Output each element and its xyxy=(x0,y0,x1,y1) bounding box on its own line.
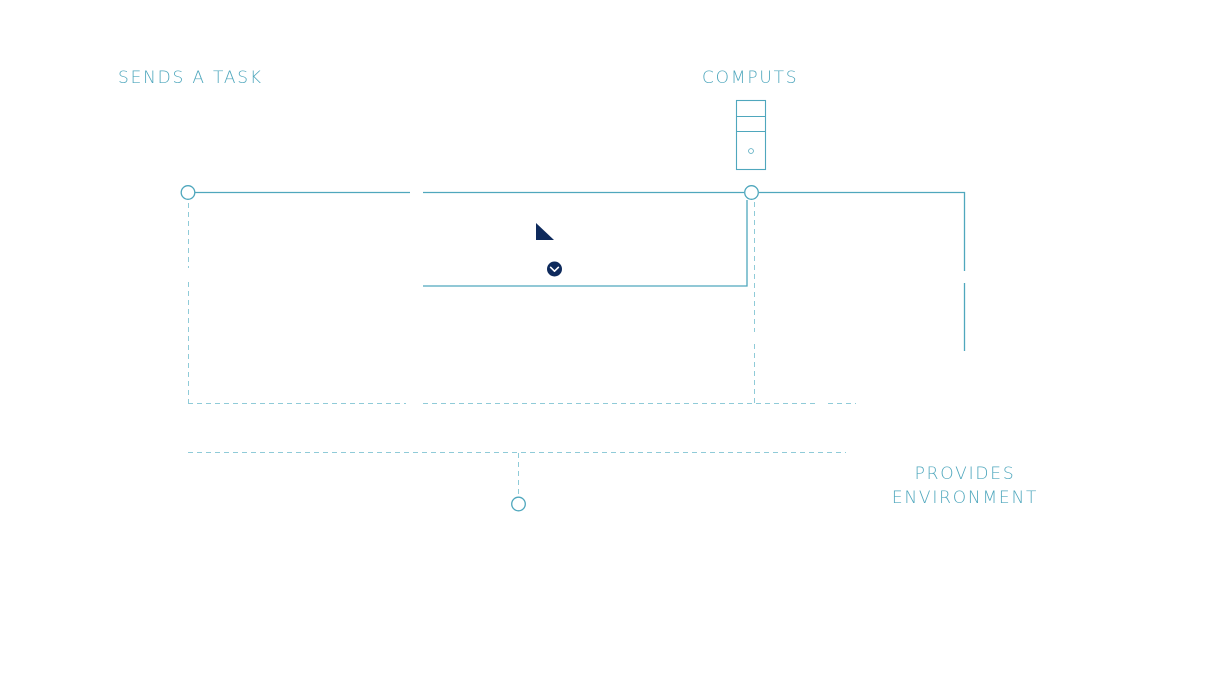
provides-line-2: ENVIRONMENT xyxy=(891,488,1039,508)
node-circle-icon xyxy=(180,185,196,200)
nodes xyxy=(180,185,759,512)
cursor-arrow-icon xyxy=(536,223,554,240)
dashed-connectors xyxy=(188,202,856,495)
node-circle-icon xyxy=(511,496,526,512)
top-line-right xyxy=(759,191,966,271)
solid-connectors xyxy=(195,191,966,351)
provides-environment-label: PROVIDES ENVIRONMENT xyxy=(880,462,1050,510)
computs-label: COMPUTS xyxy=(702,68,799,88)
node-circle-icon xyxy=(744,185,759,200)
chevron-down-circle-icon xyxy=(547,261,562,277)
inner-loop-line xyxy=(423,200,748,287)
provides-line-1: PROVIDES xyxy=(914,464,1016,484)
sends-task-label: SENDS A TASK xyxy=(118,68,263,88)
server-icon xyxy=(735,99,767,171)
